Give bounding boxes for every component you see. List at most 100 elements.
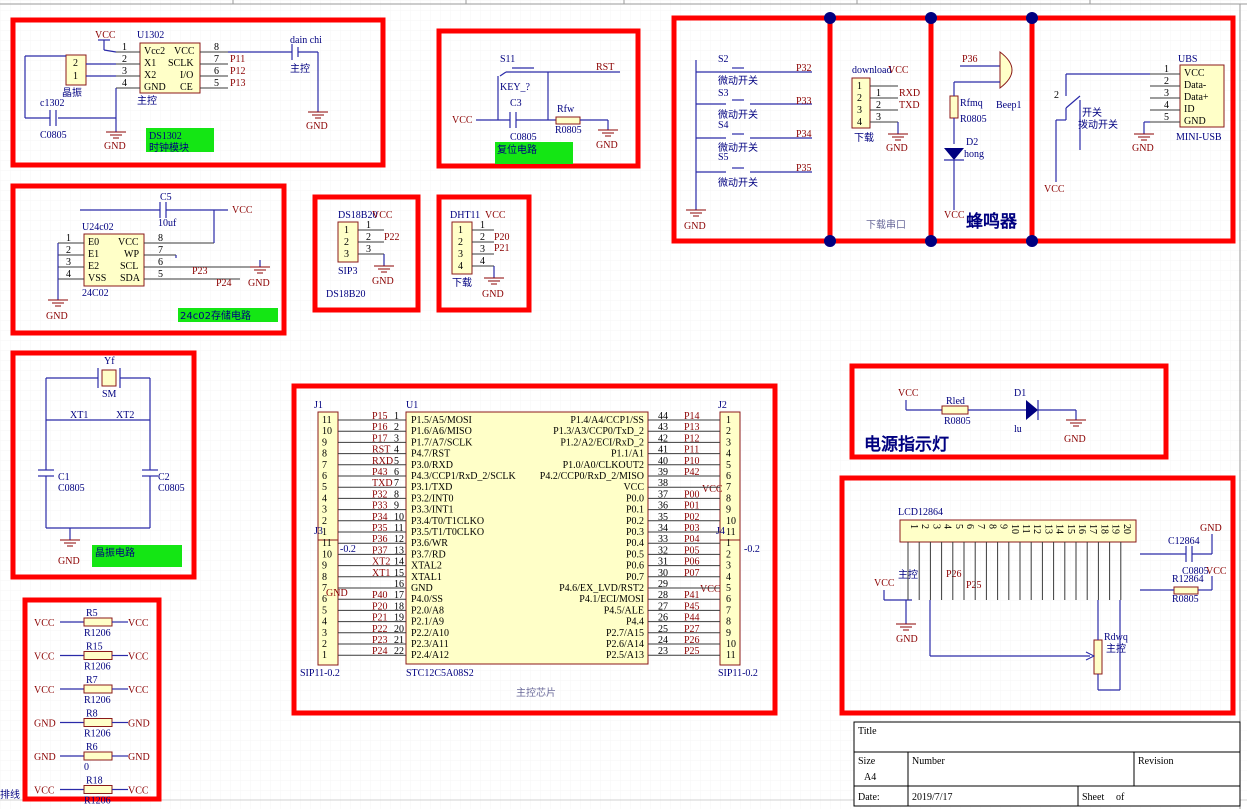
mcu-right-pin-num: 35 [658, 512, 668, 523]
usb-block: UBS VCC Data- Data+ ID GND 1 2 3 4 5 MIN… [1029, 15, 1236, 244]
resistor-body [83, 785, 113, 794]
clock-num: 6 [214, 66, 219, 77]
mcu-left-pin-num: 18 [394, 601, 404, 612]
mcu-left-net: P16 [372, 422, 388, 433]
usb-pin: VCC [1184, 68, 1205, 79]
buzzer-vcc: VCC [944, 210, 965, 221]
reset-net: RST [596, 62, 614, 73]
keys-gnd: GND [684, 221, 706, 232]
resistor-pkg: 0 [84, 762, 89, 773]
buzzer-diode-val: hong [964, 149, 984, 160]
mcu-header-num: 7 [322, 583, 327, 594]
mcu-header-num-r: 5 [726, 583, 731, 594]
mcu-right-pin-name: P0.4 [626, 538, 644, 549]
key-ref: S5 [718, 152, 729, 163]
reset-resistor [555, 116, 581, 125]
key-s5[interactable]: S5 微动开关 P35 [696, 152, 812, 189]
lcd-pin-num: 10 [1009, 524, 1020, 534]
mcu-j3: J3 [314, 526, 323, 537]
mcu-left-pin-name: P4.7/RST [411, 449, 450, 460]
usb-switch-num: 2 [1054, 90, 1059, 101]
dht11-pin: 2 [458, 237, 463, 248]
lcd-ref: LCD12864 [898, 507, 943, 518]
resistor-ref: R7 [86, 675, 98, 686]
usb-pin: Data- [1184, 80, 1206, 91]
mcu-header-num-r: 3 [726, 561, 731, 572]
key-s3[interactable]: S3 微动开关 P33 [696, 88, 812, 121]
key-ref: S2 [718, 54, 729, 65]
mcu-left-pin-name: P3.6/WR [411, 538, 448, 549]
eeprom-pin: E1 [88, 249, 99, 260]
mcu-right-net: P06 [684, 557, 700, 568]
dht11-pin: 3 [480, 244, 485, 255]
resistor-body [83, 751, 113, 761]
mcu-header-num: 1 [322, 650, 327, 661]
power-led-block: VCC Rled R0805 D1 lu GND 电源指示灯 [849, 363, 1169, 460]
ds18b20-pin: 3 [344, 249, 349, 260]
clock-module: VCC U1302 Vcc2 X1 X2 GND VCC SCLK I/O CE… [10, 17, 386, 168]
usb-pin: Data+ [1184, 92, 1209, 103]
eeprom-num: 7 [158, 245, 163, 256]
mcu-left-pin-num: 15 [394, 568, 404, 579]
osc-c2: C2 [158, 472, 170, 483]
mcu-header-num: 11 [322, 415, 332, 426]
lcd-pin-num: 15 [1065, 524, 1076, 534]
mcu-left-pin-name: P1.5/A5/MOSI [411, 415, 472, 426]
resistor-ref: R8 [86, 709, 98, 720]
mcu-left-pin-name: P1.6/A6/MISO [411, 426, 472, 437]
download-header [851, 77, 871, 129]
mcu-left-net: P32 [372, 489, 388, 500]
mcu-right-pin-name: P4.2/CCP0/RxD_2/MISO [540, 471, 644, 482]
mcu-left-pin-num: 8 [394, 489, 399, 500]
mcu-right-pin-num: 25 [658, 624, 668, 635]
mcu-header-num-r: 8 [726, 493, 731, 504]
mcu-j1: J1 [314, 400, 323, 411]
mcu-j4: J4 [716, 526, 725, 537]
key-s2[interactable]: S2 微动开关 P32 [696, 54, 812, 87]
ds1302-chip [139, 42, 201, 94]
resistor-right-net: VCC [128, 618, 149, 629]
mcu-right-net: P05 [684, 545, 700, 556]
mcu-j3-pkg: -0.2 [340, 544, 356, 555]
key-s4[interactable]: S4 微动开关 P34 [696, 120, 812, 154]
mcu-right-pin-name: P0.7 [626, 572, 644, 583]
osc-xt1: XT1 [70, 410, 88, 421]
eeprom-pin: VCC [118, 237, 139, 248]
clock-pin-io: I/O [180, 70, 193, 81]
mcu-right-pin-name: P2.7/A15 [606, 628, 644, 639]
reset-circuit: S11 KEY_? RST VCC C3 C0805 Rfw R0805 GND… [436, 28, 641, 169]
ds18b20-pkg: SIP3 [338, 266, 357, 277]
lcd-module [899, 519, 1137, 543]
mcu-left-net: P35 [372, 523, 388, 534]
crystal-pin: 2 [73, 58, 78, 69]
mcu-right-pin-num: 32 [658, 545, 668, 556]
lcd-pin-num: 13 [1042, 524, 1053, 534]
eeprom-pin: SDA [120, 273, 141, 284]
usb-num: 1 [1164, 64, 1169, 75]
resistor-body [83, 617, 113, 627]
mcu-left-pin-num: 4 [394, 445, 399, 456]
mcu-right-pin-name: P2.5/A13 [606, 650, 644, 661]
mcu-left-net: P24 [372, 646, 388, 657]
eeprom-num: 2 [66, 245, 71, 256]
buzzer-resistor [949, 95, 959, 119]
lcd-pin-num: 14 [1054, 524, 1065, 534]
lcd-pin-num: 4 [942, 524, 953, 529]
usb-pin: ID [1184, 104, 1195, 115]
lcd-res-ref: R12864 [1172, 574, 1204, 585]
power-gnd: GND [1064, 434, 1086, 445]
mcu-header-num-r: 1 [726, 415, 731, 426]
resistor-block [22, 597, 162, 802]
mcu-header-num-r: 4 [726, 572, 731, 583]
usb-num: 2 [1164, 76, 1169, 87]
ds18b20-pin: 3 [366, 244, 371, 255]
osc-highlight [92, 545, 182, 567]
resistor-pkg: R1206 [84, 662, 111, 673]
mcu-chip [405, 411, 649, 665]
clock-num: 3 [122, 66, 127, 77]
lcd-vcc-right: VCC [1206, 566, 1227, 577]
mcu-header-num-r: 9 [726, 505, 731, 516]
mcu-left-pin-num: 16 [394, 579, 404, 590]
mcu-right-net: P12 [684, 433, 700, 444]
mcu-left-pin-num: 7 [394, 478, 399, 489]
